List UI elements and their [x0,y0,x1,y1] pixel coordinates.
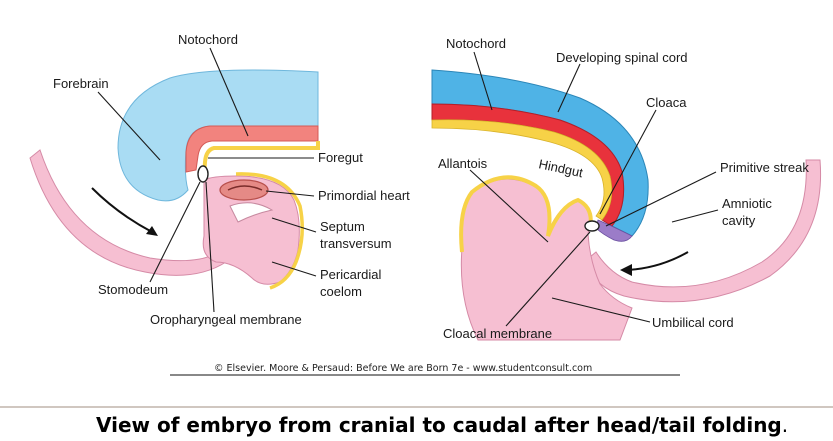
label-umbilical-cord: Umbilical cord [652,315,734,330]
caption: View of embryo from cranial to caudal af… [96,413,788,437]
head-fold-arrowhead [146,226,158,236]
label-cloacal-membrane: Cloacal membrane [443,326,552,341]
head-fold-arrow [91,187,153,233]
label-allantois: Allantois [438,156,488,171]
tail-fold-arrow [627,251,689,271]
label-foregut: Foregut [318,150,363,165]
primordial-heart [219,179,269,201]
caption-period: . [782,413,788,437]
label-primitive-streak: Primitive streak [720,160,809,175]
cloacal-pit [584,220,600,232]
copyright-credit: © Elsevier. Moore & Persaud: Before We a… [214,363,592,374]
primitive-streak-area [595,219,633,242]
label-primordial-heart: Primordial heart [318,188,410,203]
label-pericardial-1: Pericardial [320,267,382,282]
caption-main: View of embryo from cranial to caudal af… [96,413,782,437]
label-notochord-left: Notochord [178,32,238,47]
label-spinal-cord: Developing spinal cord [556,50,688,65]
label-forebrain: Forebrain [53,76,109,91]
tail-fold-arrowhead [620,264,632,276]
leaders-left [97,47,317,313]
label-pericardial-2: coelom [320,284,362,299]
label-oropharyngeal: Oropharyngeal membrane [150,312,302,327]
tail-fold-illustration [431,69,822,341]
hindgut-endoderm [431,119,613,221]
heart-tube [227,185,263,191]
label-amniotic-2: cavity [722,213,756,228]
label-stomodeum: Stomodeum [98,282,168,297]
notochord-left [185,125,319,173]
pericardial-coelom [229,202,274,223]
leaders-right [469,51,719,327]
foregut-endoderm [202,141,320,177]
label-amniotic-1: Amniotic [722,196,772,211]
label-notochord-right: Notochord [446,36,506,51]
head-fold-illustration [29,69,320,290]
stomodeum-pit [197,165,209,183]
label-cloaca: Cloaca [646,95,687,110]
label-septum-2: transversum [320,236,392,251]
label-septum-1: Septum [320,219,365,234]
label-hindgut: Hindgut [537,156,584,180]
allantois-endoderm-outline [459,175,593,253]
